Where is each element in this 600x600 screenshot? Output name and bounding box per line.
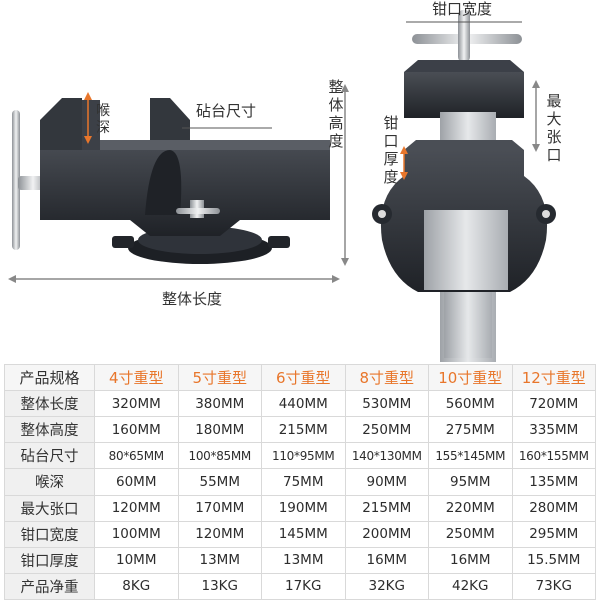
table-cell: 145MM xyxy=(261,520,346,548)
table-cell: 215MM xyxy=(261,416,346,444)
table-cell: 275MM xyxy=(428,416,513,444)
table-cell: 95MM xyxy=(428,468,513,496)
table-cell: 13MM xyxy=(261,546,346,574)
table-cell: 530MM xyxy=(344,390,429,418)
row-name: 砧台尺寸 xyxy=(4,442,95,470)
jaw-width-label: 钳口宽度 xyxy=(432,0,493,18)
header-cell: 4寸重型 xyxy=(94,363,179,392)
table-cell: 13KG xyxy=(177,572,262,600)
table-row: 砧台尺寸 80*65MM 100*85MM 110*95MM 140*130MM… xyxy=(4,442,596,470)
table-cell: 13MM xyxy=(177,546,262,574)
overall-length-label: 整体长度 xyxy=(162,290,223,308)
throat-depth-label: 喉深 xyxy=(96,103,110,136)
throat-depth-dimension xyxy=(84,92,92,144)
table-row: 钳口厚度 10MM 13MM 13MM 16MM 16MM 15.5MM xyxy=(4,546,596,574)
table-cell: 10MM xyxy=(94,546,179,574)
jaw-thickness-label: 钳口厚度 xyxy=(383,114,399,186)
header-cell: 12寸重型 xyxy=(511,363,596,392)
table-cell: 215MM xyxy=(344,494,429,522)
table-cell: 180MM xyxy=(177,416,262,444)
table-cell: 170MM xyxy=(177,494,262,522)
header-cell: 6寸重型 xyxy=(261,363,346,392)
header-cell: 产品规格 xyxy=(4,363,95,392)
table-cell: 220MM xyxy=(428,494,513,522)
table-cell: 250MM xyxy=(344,416,429,444)
vise-side-view xyxy=(12,98,330,264)
table-row: 产品净重 8KG 13KG 17KG 32KG 42KG 73KG xyxy=(4,572,596,600)
row-name: 整体高度 xyxy=(4,416,95,444)
vise-front-view xyxy=(372,10,556,362)
table-cell: 100MM xyxy=(94,520,179,548)
table-row: 最大张口 120MM 170MM 190MM 215MM 220MM 280MM xyxy=(4,494,596,522)
header-cell: 10寸重型 xyxy=(428,363,513,392)
table-cell: 110*95MM xyxy=(261,442,346,470)
row-name: 产品净重 xyxy=(4,572,95,600)
overall-length-dimension xyxy=(8,275,340,283)
table-cell: 280MM xyxy=(511,494,596,522)
table-row: 整体长度 320MM 380MM 440MM 530MM 560MM 720MM xyxy=(4,390,596,418)
table-cell: 200MM xyxy=(344,520,429,548)
table-cell: 32KG xyxy=(344,572,429,600)
row-name: 整体长度 xyxy=(4,390,95,418)
table-cell: 160*155MM xyxy=(511,442,596,470)
table-row: 整体高度 160MM 180MM 215MM 250MM 275MM 335MM xyxy=(4,416,596,444)
jaw-thickness-dimension xyxy=(400,146,408,180)
table-cell: 16MM xyxy=(344,546,429,574)
table-cell: 75MM xyxy=(261,468,346,496)
overall-height-label: 整体高度 xyxy=(328,78,344,150)
table-cell: 190MM xyxy=(261,494,346,522)
spec-table: 产品规格 4寸重型 5寸重型 6寸重型 8寸重型 10寸重型 12寸重型 整体长… xyxy=(4,363,596,600)
table-cell: 42KG xyxy=(428,572,513,600)
header-cell: 5寸重型 xyxy=(177,363,262,392)
table-cell: 15.5MM xyxy=(511,546,596,574)
row-name: 喉深 xyxy=(4,468,95,496)
table-cell: 440MM xyxy=(261,390,346,418)
table-cell: 335MM xyxy=(511,416,596,444)
anvil xyxy=(100,140,330,150)
anvil-size-label: 砧台尺寸 xyxy=(196,102,257,120)
table-cell: 8KG xyxy=(94,572,179,600)
table-cell: 100*85MM xyxy=(177,442,262,470)
table-header-row: 产品规格 4寸重型 5寸重型 6寸重型 8寸重型 10寸重型 12寸重型 xyxy=(4,363,596,392)
table-cell: 560MM xyxy=(428,390,513,418)
table-row: 钳口宽度 100MM 120MM 145MM 200MM 250MM 295MM xyxy=(4,520,596,548)
vise-body xyxy=(40,140,330,236)
table-cell: 320MM xyxy=(94,390,179,418)
table-cell: 17KG xyxy=(261,572,346,600)
row-name: 钳口宽度 xyxy=(4,520,95,548)
table-cell: 160MM xyxy=(94,416,179,444)
table-cell: 250MM xyxy=(428,520,513,548)
table-row: 喉深 60MM 55MM 75MM 90MM 95MM 135MM xyxy=(4,468,596,496)
table-cell: 73KG xyxy=(511,572,596,600)
table-cell: 120MM xyxy=(94,494,179,522)
table-cell: 380MM xyxy=(177,390,262,418)
front-jaw-block xyxy=(404,72,524,118)
table-cell: 55MM xyxy=(177,468,262,496)
table-cell: 16MM xyxy=(428,546,513,574)
jaw-plate xyxy=(424,210,508,290)
table-cell: 90MM xyxy=(344,468,429,496)
table-cell: 155*145MM xyxy=(428,442,513,470)
handle-bar xyxy=(12,110,20,250)
header-cell: 8寸重型 xyxy=(344,363,429,392)
row-name: 最大张口 xyxy=(4,494,95,522)
table-cell: 80*65MM xyxy=(94,442,179,470)
table-cell: 120MM xyxy=(177,520,262,548)
vise-illustration xyxy=(8,10,556,362)
table-cell: 295MM xyxy=(511,520,596,548)
max-opening-label: 最大张口 xyxy=(546,92,562,164)
row-name: 钳口厚度 xyxy=(4,546,95,574)
overall-height-dimension xyxy=(341,84,349,266)
table-cell: 60MM xyxy=(94,468,179,496)
table-cell: 135MM xyxy=(511,468,596,496)
max-opening-dimension xyxy=(532,80,540,152)
table-cell: 140*130MM xyxy=(344,442,429,470)
table-cell: 720MM xyxy=(511,390,596,418)
